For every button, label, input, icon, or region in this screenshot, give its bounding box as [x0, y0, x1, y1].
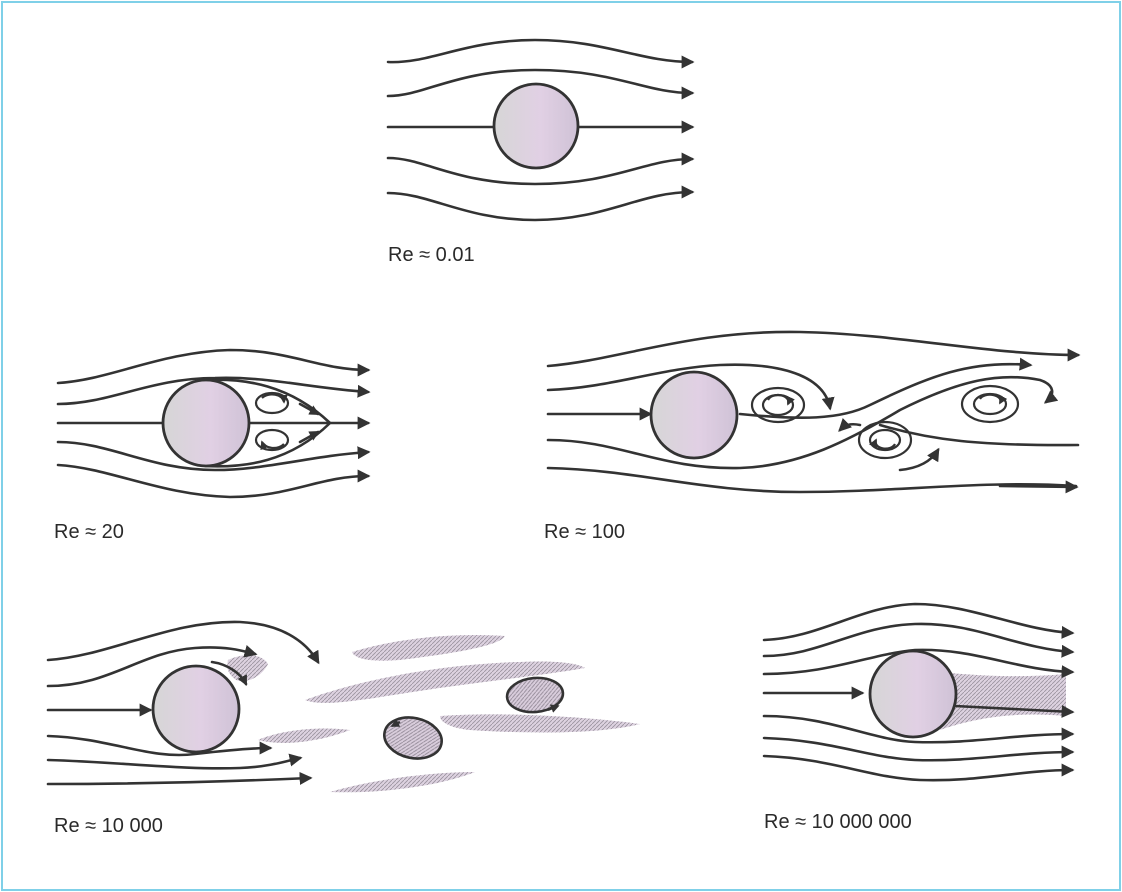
- streamline: [48, 778, 310, 784]
- vortex: [870, 430, 900, 450]
- reynolds-label-10000: Re ≈ 10 000: [54, 815, 163, 838]
- streamline: [388, 40, 692, 62]
- eddy: [506, 676, 565, 715]
- streamline: [1000, 486, 1076, 487]
- vortex-arrow: [262, 442, 284, 448]
- turbulence-patch: [258, 728, 350, 742]
- turbulence-patch: [440, 714, 640, 732]
- cylinder: [651, 372, 737, 458]
- streamline: [48, 736, 270, 755]
- streamline: [764, 604, 1072, 640]
- cylinder: [870, 651, 956, 737]
- reynolds-label-0-01: Re ≈ 0.01: [388, 244, 475, 267]
- vortex: [256, 393, 288, 413]
- turbulence-patch: [352, 635, 505, 661]
- cylinder: [163, 380, 249, 466]
- reynolds-label-10000000: Re ≈ 10 000 000: [764, 811, 912, 834]
- turbulence-patch: [330, 772, 475, 792]
- vortex-arrow: [262, 394, 284, 402]
- streamline: [840, 424, 860, 430]
- cylinder: [153, 666, 239, 752]
- streamline: [48, 622, 318, 662]
- panel-re-10000000: [764, 604, 1072, 780]
- eddy: [380, 712, 445, 763]
- streamline: [900, 450, 938, 470]
- vortex-arrow: [980, 395, 1001, 403]
- vortex: [962, 386, 1018, 422]
- turbulence-patch: [227, 655, 268, 681]
- vortex-arrow: [876, 440, 895, 449]
- streamline: [548, 468, 1076, 492]
- panel-re-20: [58, 350, 368, 497]
- vortex: [974, 394, 1006, 414]
- turbulent-wake: [940, 672, 1066, 730]
- reynolds-label-20: Re ≈ 20: [54, 521, 124, 544]
- cylinder: [494, 84, 578, 168]
- panel-re-10000: [48, 622, 640, 792]
- panel-re-0-01: [388, 40, 692, 220]
- vortex-arrow: [768, 395, 788, 404]
- streamline: [548, 377, 1052, 468]
- streamline: [48, 758, 300, 768]
- streamline: [740, 364, 1030, 418]
- streamline: [548, 332, 1078, 366]
- reynolds-label-100: Re ≈ 100: [544, 521, 625, 544]
- vortex: [763, 395, 793, 415]
- panel-re-100: [548, 332, 1078, 492]
- streamline: [388, 192, 692, 220]
